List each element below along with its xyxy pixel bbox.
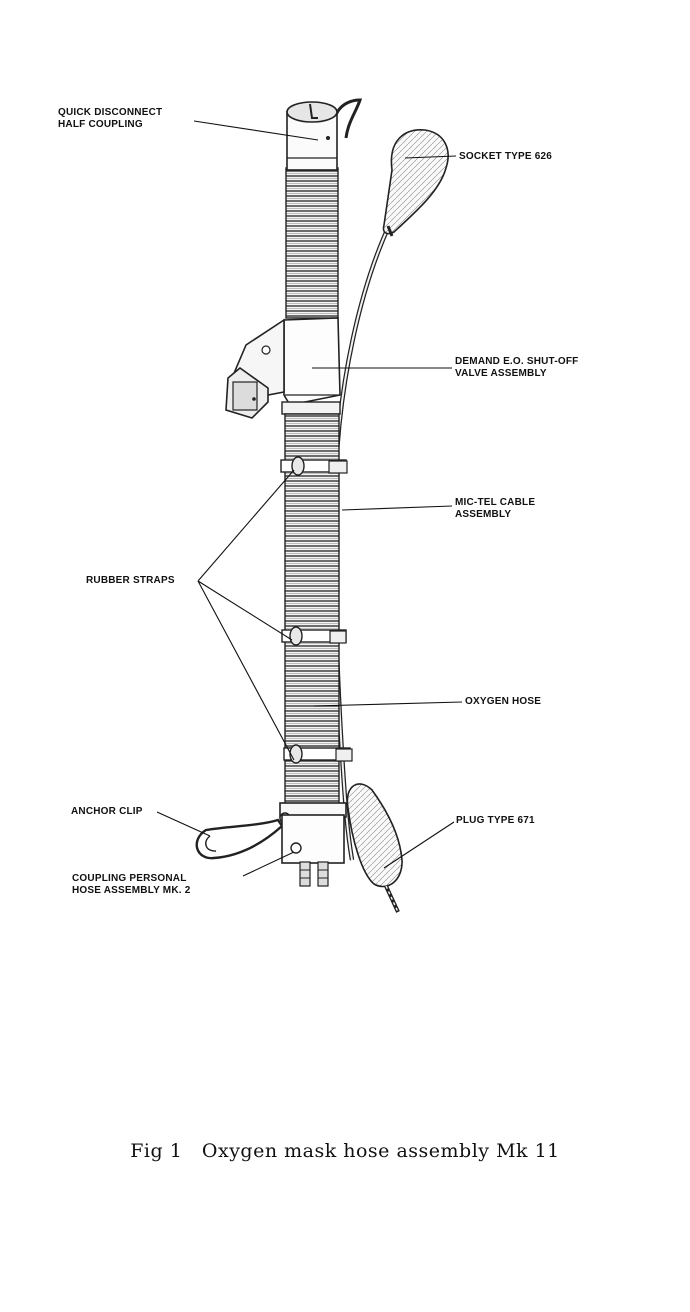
label-mic-tel: MIC-TEL CABLE ASSEMBLY [455,497,536,520]
label-oxygen-hose: OXYGEN HOSE [465,696,542,707]
leader-lines [156,120,463,877]
figure-caption: Fig 1 Oxygen mask hose assembly Mk 11 [130,1140,560,1162]
plug-671 [346,783,403,913]
anchor-clip [195,818,284,860]
quick-disconnect-coupling [286,101,338,171]
upper-hose [285,167,339,319]
label-anchor-clip: ANCHOR CLIP [71,806,143,817]
label-rubber-straps: RUBBER STRAPS [86,575,175,586]
rubber-strap-3 [283,744,353,764]
label-socket: SOCKET TYPE 626 [459,151,553,162]
rubber-strap-1 [280,456,348,476]
label-demand-valve: DEMAND E.O. SHUT-OFF VALVE ASSEMBLY [455,356,579,379]
label-coupling-personal: COUPLING PERSONAL HOSE ASSEMBLY MK. 2 [72,873,191,896]
label-plug: PLUG TYPE 671 [456,815,535,826]
socket-626 [382,129,449,237]
demand-valve [225,317,341,419]
label-quick-disconnect: QUICK DISCONNECT HALF COUPLING [58,107,163,130]
coupling-personal [279,802,347,887]
rubber-strap-2 [281,626,347,646]
